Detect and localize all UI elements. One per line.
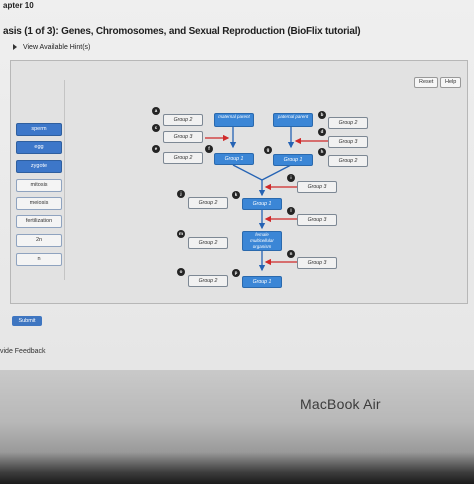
marker-j: j	[177, 190, 185, 198]
activity-panel	[10, 60, 468, 304]
target-b[interactable]: Group 2	[328, 117, 368, 129]
target-m[interactable]: Group 2	[188, 237, 228, 249]
reset-button[interactable]: Reset	[414, 77, 439, 88]
label-n[interactable]: n	[16, 253, 62, 266]
marker-i: i	[287, 174, 295, 182]
label-sperm[interactable]: sperm	[16, 123, 62, 136]
female-organism-box: female multicellular organism	[242, 231, 282, 251]
target-h[interactable]: Group 2	[328, 155, 368, 167]
label-2n[interactable]: 2n	[16, 234, 62, 247]
target-d[interactable]: Group 3	[328, 136, 368, 148]
provide-feedback-link[interactable]: vide Feedback	[0, 348, 46, 355]
laptop-screen: apter 10 asis (1 of 3): Genes, Chromosom…	[0, 0, 474, 370]
paternal-parent-box: paternal parent	[273, 113, 313, 127]
label-egg[interactable]: egg	[16, 141, 62, 154]
marker-a: a	[152, 107, 160, 115]
marker-h: h	[318, 148, 326, 156]
marker-d: d	[318, 128, 326, 136]
label-bank	[12, 80, 65, 280]
marker-c: c	[152, 124, 160, 132]
marker-o: o	[177, 268, 185, 276]
page-title: asis (1 of 3): Genes, Chromosomes, and S…	[3, 26, 361, 37]
submit-button[interactable]: Submit	[12, 316, 42, 326]
female-organism-label: female multicellular organism	[250, 232, 274, 249]
paternal-parent-label: paternal parent	[277, 114, 309, 119]
marker-p: p	[232, 269, 240, 277]
chapter-label: apter 10	[3, 1, 34, 10]
help-button[interactable]: Help	[440, 77, 462, 88]
label-meiosis[interactable]: meiosis	[16, 197, 62, 210]
target-f[interactable]: Group 1	[214, 153, 254, 165]
diagram-arrows	[205, 125, 334, 272]
target-l[interactable]: Group 3	[297, 214, 337, 226]
marker-m: m	[177, 230, 185, 238]
target-k[interactable]: Group 1	[242, 198, 282, 210]
target-p[interactable]: Group 1	[242, 276, 282, 288]
expand-triangle-icon	[13, 44, 17, 51]
merge-arrows	[232, 164, 292, 197]
view-hints-link[interactable]: View Available Hint(s)	[13, 44, 90, 51]
marker-e: e	[152, 145, 160, 153]
view-hints-label: View Available Hint(s)	[22, 44, 91, 51]
target-j[interactable]: Group 2	[188, 197, 228, 209]
laptop-bezel: MacBook Air	[0, 370, 474, 484]
target-e[interactable]: Group 2	[163, 152, 203, 164]
label-mitosis[interactable]: mitosis	[16, 179, 62, 192]
target-a[interactable]: Group 2	[163, 114, 203, 126]
label-fertilization[interactable]: fertilization	[16, 215, 62, 228]
brand-label: MacBook Air	[300, 396, 381, 412]
marker-g: g	[264, 146, 272, 154]
marker-n: n	[287, 250, 295, 258]
marker-l: l	[287, 207, 295, 215]
target-i[interactable]: Group 3	[297, 181, 337, 193]
label-zygote[interactable]: zygote	[16, 160, 62, 173]
marker-b: b	[318, 111, 326, 119]
target-c[interactable]: Group 3	[163, 131, 203, 143]
marker-k: k	[232, 191, 240, 199]
maternal-parent-box: maternal parent	[214, 113, 254, 127]
marker-f: f	[205, 145, 213, 153]
target-g[interactable]: Group 1	[273, 154, 313, 166]
target-o[interactable]: Group 2	[188, 275, 228, 287]
target-n[interactable]: Group 3	[297, 257, 337, 269]
maternal-parent-label: maternal parent	[218, 114, 250, 119]
